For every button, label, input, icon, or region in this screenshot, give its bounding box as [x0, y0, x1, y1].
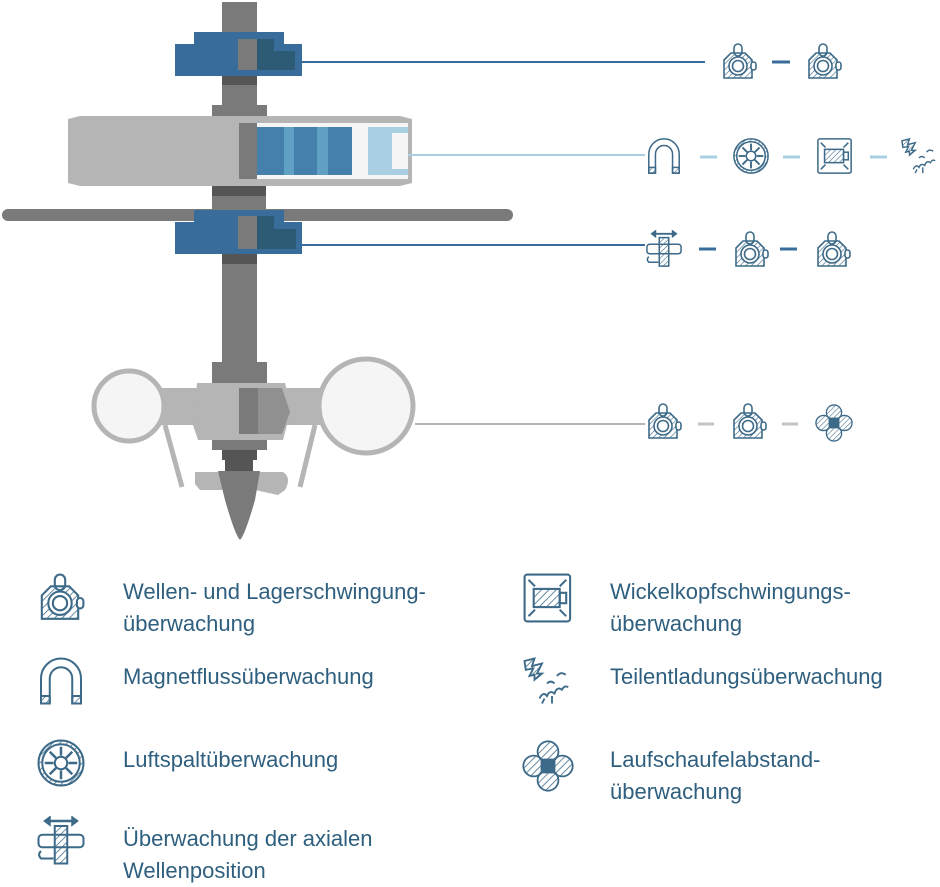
row-turbine-hub — [415, 403, 853, 442]
legend-item-shaft-bearing-vibration: Wellen- und Lagerschwingung- überwachung — [123, 576, 426, 640]
shaft-bearing-vibration-icon — [808, 43, 842, 79]
legend-item-blade-clearance: Laufschaufelabstand- überwachung — [610, 744, 820, 808]
shaft-bearing-vibration-icon — [723, 43, 757, 79]
legend-label-line1: Überwachung der axialen — [123, 826, 373, 851]
legend-item-partial-discharge: Teilentladungsüberwachung — [610, 661, 883, 693]
legend-label-line1: Magnetflussüberwachung — [123, 664, 374, 689]
shaft-bearing-vibration-icon — [735, 231, 769, 267]
legend-axial-position-icon — [37, 816, 85, 865]
shaft-bearing-vibration-icon — [733, 403, 767, 439]
legend-label-line2: überwachung — [610, 779, 743, 804]
legend-magnet-flux-icon — [40, 657, 82, 705]
legend-label-line2: Wellenposition — [123, 858, 266, 883]
machine-illustration — [2, 2, 513, 540]
legend-label-line2: überwachung — [123, 611, 256, 636]
legend-label-line2: überwachung — [610, 611, 743, 636]
magnet-flux-icon — [648, 138, 680, 174]
legend-item-magnet-flux: Magnetflussüberwachung — [123, 661, 374, 693]
air-gap-icon — [732, 137, 770, 175]
legend-partial-discharge-icon — [523, 657, 570, 705]
legend-item-axial-position: Überwachung der axialen Wellenposition — [123, 823, 373, 887]
legend-blade-clearance-icon — [522, 740, 574, 792]
partial-discharge-icon — [901, 138, 936, 174]
legend-label-line1: Wellen- und Lagerschwingung- — [123, 579, 426, 604]
lower-bearing — [175, 210, 302, 264]
stator — [68, 116, 412, 186]
legend-label-line1: Luftspaltüberwachung — [123, 747, 339, 772]
legend-item-air-gap: Luftspaltüberwachung — [123, 744, 338, 776]
legend-label-line1: Teilentladungsüberwachung — [610, 664, 883, 689]
row-lower-bearing — [302, 230, 851, 268]
legend-air-gap-icon — [37, 739, 85, 787]
shaft-bearing-vibration-icon — [817, 231, 851, 267]
winding-head-icon — [817, 138, 852, 174]
legend-item-winding-head-vibration: Wickelkopfschwingungs- überwachung — [610, 576, 851, 640]
legend-shaft-bearing-vibration-icon — [40, 573, 85, 620]
row-upper-bearing — [302, 43, 842, 79]
legend-label-line1: Wickelkopfschwingungs- — [610, 579, 851, 604]
legend-label-line1: Laufschaufelabstand- — [610, 747, 821, 772]
upper-bearing — [175, 32, 302, 85]
collar — [212, 105, 267, 117]
turbine-hub — [91, 356, 416, 540]
shaft-bearing-vibration-icon — [648, 403, 682, 439]
row-stator — [408, 137, 936, 175]
legend-winding-head-icon — [523, 573, 572, 623]
blade-clearance-icon — [815, 404, 853, 442]
axial-position-icon — [645, 230, 683, 268]
